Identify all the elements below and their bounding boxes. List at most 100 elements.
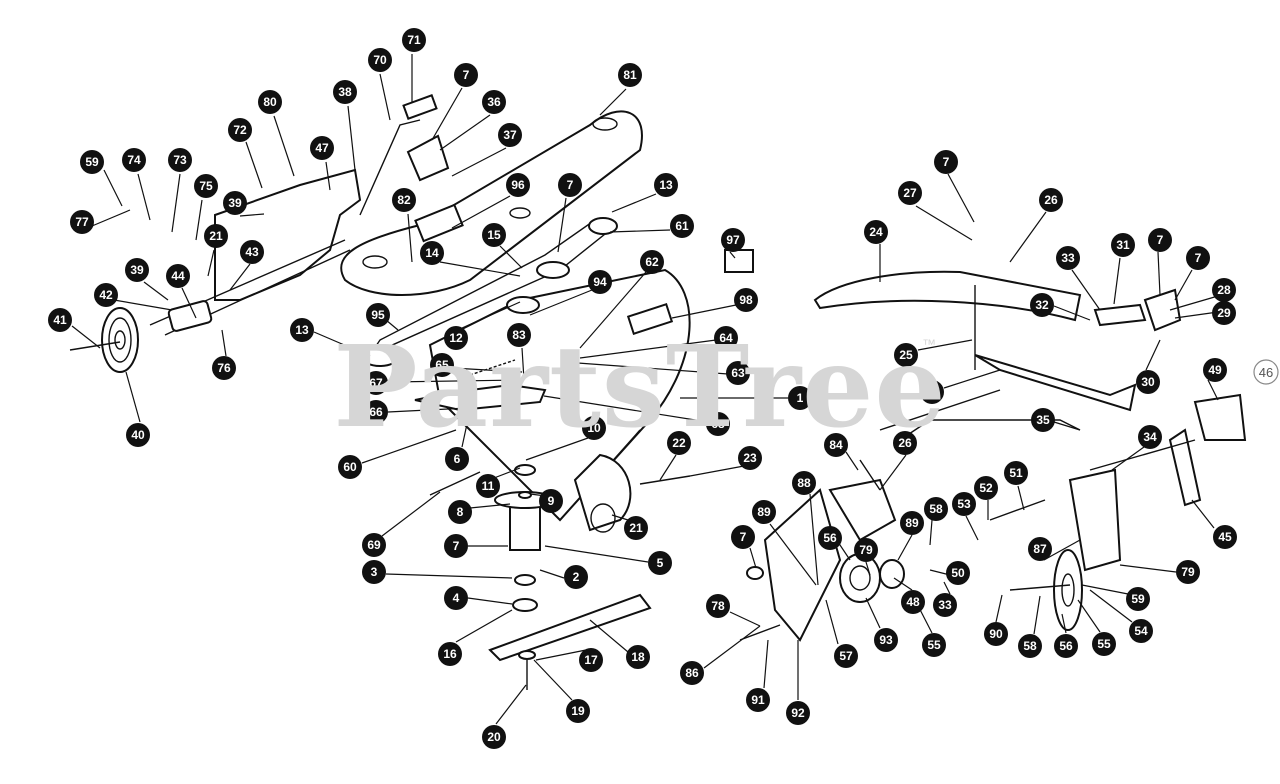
callout-7: 7: [454, 63, 478, 87]
callout-circle: [924, 497, 948, 521]
callout-circle: [818, 526, 842, 550]
parts-drawing: [69, 94, 1247, 690]
callout-70: 70: [368, 48, 392, 72]
callout-circle: [430, 353, 454, 377]
leader-line: [865, 561, 871, 576]
callout-label: 30: [1141, 375, 1155, 389]
callout-label: 18: [631, 650, 645, 664]
callout-61: 61: [670, 214, 694, 238]
callout-circle: [454, 63, 478, 87]
leader-line: [893, 577, 913, 591]
callout-label: 7: [1195, 251, 1202, 265]
callout-circle: [1136, 370, 1160, 394]
callout-label: 50: [951, 566, 965, 580]
pulley-left: [101, 307, 139, 373]
lift-bracket: [214, 168, 362, 301]
callout-69: 69: [362, 533, 386, 557]
gauge-wheel-21: [573, 453, 632, 532]
callout-label: 89: [757, 505, 771, 519]
callout-circle: [566, 699, 590, 723]
callout-circle: [792, 471, 816, 495]
leader-line: [1033, 595, 1041, 635]
callout-label: 7: [463, 68, 470, 82]
callout-circle: [1148, 228, 1172, 252]
callout-71: 71: [402, 28, 426, 52]
pulley-54: [1053, 549, 1083, 631]
callout-66: 66: [364, 400, 388, 424]
callout-circle: [1039, 188, 1063, 212]
callout-circle: [168, 148, 192, 172]
callout-circle: [507, 323, 531, 347]
leader-line: [113, 299, 173, 311]
leader-line: [493, 467, 521, 479]
callout-81: 81: [618, 63, 642, 87]
leader-line: [499, 245, 523, 269]
leader-line: [461, 301, 521, 329]
callout-label: 13: [659, 178, 673, 192]
leader-line: [1071, 269, 1101, 311]
callout-circle: [640, 250, 664, 274]
leader-line: [995, 594, 1003, 623]
callout-circle: [738, 446, 762, 470]
callout-label: 73: [173, 153, 187, 167]
callout-label: 22: [672, 436, 686, 450]
callout-label: 75: [199, 179, 213, 193]
callout-circle: [648, 551, 672, 575]
callout-35: 35: [1031, 408, 1055, 432]
leader-line: [229, 263, 251, 291]
leader-line: [439, 114, 491, 151]
callout-label: 14: [425, 246, 439, 260]
callout-circle: [94, 283, 118, 307]
callout-37: 37: [498, 123, 522, 147]
callout-36: 36: [482, 90, 506, 114]
leader-line: [171, 173, 181, 233]
callout-91: 91: [746, 688, 770, 712]
callout-circle: [618, 63, 642, 87]
callout-label: 94: [593, 275, 607, 289]
callout-circle: [482, 725, 506, 749]
callout-circle: [946, 561, 970, 585]
bracket-49: [1193, 393, 1247, 441]
callout-4: 4: [444, 586, 468, 610]
callout-label: 9: [548, 494, 555, 508]
leader-line: [611, 514, 629, 521]
callout-circle: [952, 492, 976, 516]
callout-29: 29: [1212, 301, 1236, 325]
leader-line: [103, 169, 123, 207]
callout-label: 81: [623, 68, 637, 82]
callout-47: 47: [310, 136, 334, 160]
callout-circle: [654, 173, 678, 197]
callout-label: 47: [315, 141, 329, 155]
callout-circle: [1213, 525, 1237, 549]
callout-circle: [1138, 425, 1162, 449]
callout-label: 74: [127, 153, 141, 167]
leader-line: [451, 195, 511, 229]
leader-line: [469, 503, 511, 509]
callout-label: 53: [957, 497, 971, 511]
callout-circle: [1111, 233, 1135, 257]
pulley-14: [536, 261, 570, 279]
callout-label: 31: [1116, 238, 1130, 252]
callout-97: 97: [721, 228, 745, 252]
callout-label: 21: [629, 521, 643, 535]
callout-21: 21: [624, 516, 648, 540]
callout-label: 60: [343, 460, 357, 474]
callout-circle: [204, 224, 228, 248]
idler-bracket-85: [763, 488, 842, 642]
callout-33: 33: [933, 593, 957, 617]
callout-24: 24: [864, 220, 888, 244]
callout-circle: [362, 533, 386, 557]
callout-59: 59: [80, 150, 104, 174]
callout-label: 55: [1097, 637, 1111, 651]
callout-circle: [338, 455, 362, 479]
callout-label: 27: [903, 186, 917, 200]
callout-27: 27: [898, 181, 922, 205]
callout-circle: [539, 489, 563, 513]
callout-33: 33: [1056, 246, 1080, 270]
callout-label: 42: [99, 288, 113, 302]
idler-arm: [414, 383, 547, 412]
leader-line: [729, 251, 736, 259]
callout-26: 26: [920, 380, 944, 404]
callout-circle: [834, 644, 858, 668]
callout-circle: [920, 380, 944, 404]
